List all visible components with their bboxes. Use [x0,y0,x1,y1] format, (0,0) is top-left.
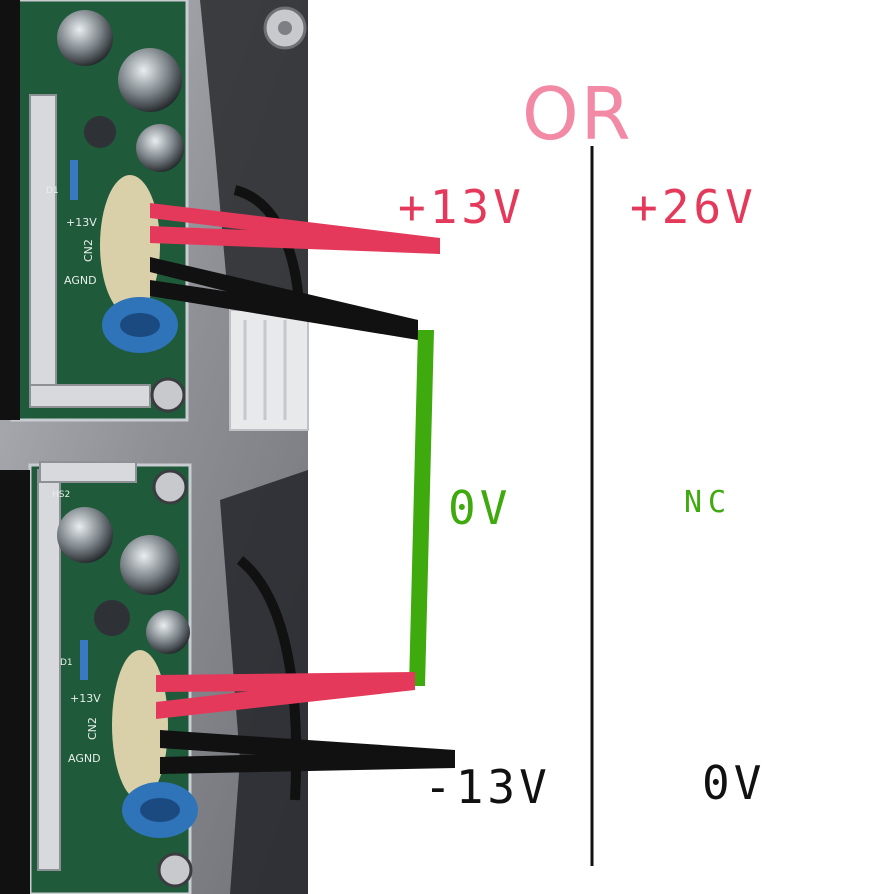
x-capacitor [100,175,160,315]
capacitor [146,610,190,654]
wire-overlay [150,203,455,774]
upper-ground-wire-2 [150,280,418,340]
lower-negative-wire-2 [160,750,455,774]
capacitor [94,600,130,636]
silk-13v: +13V [70,692,101,705]
or-label: OR [522,72,633,156]
x-capacitor [112,650,168,800]
plus-13v-label: +13V [398,180,525,234]
capacitor [118,48,182,112]
silk-d1: D1 [60,658,73,668]
psu-photo: +13V CN2 AGND D1 HS2 +13V CN2 AGND D1 [0,0,309,894]
silk-agnd: AGND [64,274,97,287]
upper-positive-wire-2 [150,226,440,254]
silk-hs2: HS2 [52,490,70,500]
capacitor [136,124,184,172]
silk-d1: D1 [46,186,59,196]
minus-13v-label: -13V [424,760,551,814]
connector-housing [229,309,309,431]
capacitor [120,535,180,595]
ground-jumper-wire [409,330,434,686]
screw [150,377,186,413]
capacitor [84,116,116,148]
plus-26v-label: +26V [630,180,757,234]
screw [152,469,188,505]
lower-positive-wire-2 [156,672,415,719]
lower-power-board: HS2 +13V CN2 AGND D1 [0,461,198,894]
silk-13v: +13V [66,216,97,229]
not-connected-label: NC [684,485,733,520]
upper-power-board: +13V CN2 AGND D1 [0,0,189,422]
screw [157,852,193,888]
silk-cn2: CN2 [82,239,95,262]
zero-volt-bottom-label: 0V [702,756,766,810]
silk-cn2: CN2 [86,717,99,740]
zero-volt-middle-label: 0V [448,481,512,535]
capacitor [57,10,113,66]
silk-agnd: AGND [68,752,101,765]
capacitor [57,507,113,563]
